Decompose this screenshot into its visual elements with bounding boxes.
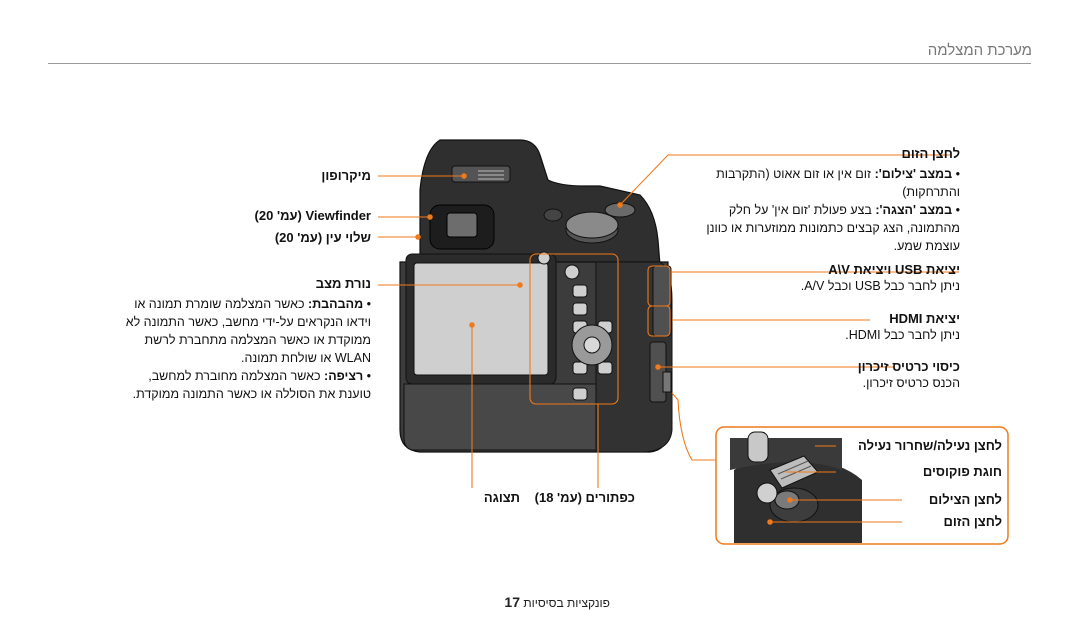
viewfinder-label: Viewfinder (עמ' 20) [254, 208, 371, 223]
hdmi-block: יציאת HDMI ניתן לחבר כבל HDMI. [700, 311, 960, 344]
usb-block: יציאת USB ויציאת A\V ניתן לחבר כבל USB ו… [700, 262, 960, 295]
hdmi-title: יציאת HDMI [889, 311, 960, 326]
status-lamp-block: נורת מצב מהבהבת: כאשר המצלמה שומרת תמונה… [121, 276, 371, 403]
page-number: 17 [504, 594, 520, 610]
focus-dial-label: חוגת פוקוסים [922, 464, 1002, 479]
usb-title: יציאת USB ויציאת A\V [828, 262, 960, 277]
footer-section: פונקציות בסיסיות [523, 596, 610, 610]
memory-text: הכנס כרטיס זיכרון. [862, 376, 960, 390]
memory-block: כיסוי כרטיס זיכרון הכנס כרטיס זיכרון. [700, 359, 960, 392]
status-lamp-title: נורת מצב [315, 276, 371, 291]
zoom-lever-label: לחצן הזום [943, 514, 1002, 529]
eye-strap-label: שלוי עין (עמ' 20) [274, 230, 371, 245]
hdmi-text: ניתן לחבר כבל HDMI. [845, 328, 960, 342]
zoom-bullet-1: במצב 'צילום': זום אין או זום אאוט (התקרב… [700, 165, 960, 201]
section-title: מערכת המצלמה [927, 42, 1032, 59]
display-label: תצוגה [483, 490, 520, 505]
page-footer: פונקציות בסיסיות 17 [470, 594, 610, 610]
microphone-label: מיקרופון [321, 168, 371, 183]
usb-text: ניתן לחבר כבל USB וכבל A/V. [800, 279, 960, 293]
shutter-button-label: לחצן הצילום [928, 492, 1002, 507]
lock-release-label: לחצן נעילה/שחרור נעילה [858, 438, 1002, 453]
buttons-label: כפתורים (עמ' 18) [534, 490, 635, 505]
header-divider [48, 63, 1031, 64]
status-lamp-bullet-1: מהבהבת: כאשר המצלמה שומרת תמונה או וידאו… [121, 295, 371, 367]
status-lamp-bullet-2: רציפה: כאשר המצלמה מחוברת למחשב, טוענת א… [121, 367, 371, 403]
memory-title: כיסוי כרטיס זיכרון [857, 359, 960, 374]
zoom-block: לחצן הזום במצב 'צילום': זום אין או זום א… [700, 146, 960, 255]
zoom-bullet-2: במצב 'הצגה': בצע פעולת 'זום אין' על חלק … [700, 201, 960, 255]
zoom-title: לחצן הזום [901, 146, 960, 161]
